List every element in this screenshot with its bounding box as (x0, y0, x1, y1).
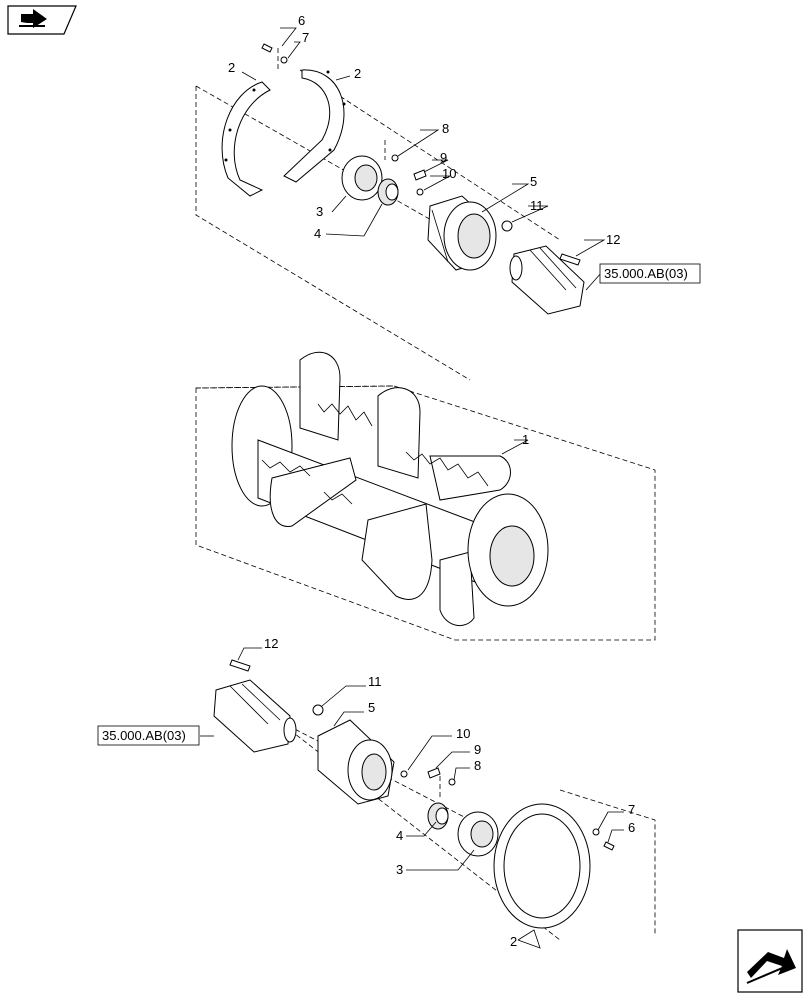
part-2-ring-right (283, 69, 346, 183)
callout-6-top: 6 (298, 13, 305, 28)
callout-5-top: 5 (530, 174, 537, 189)
part-5-housing-bottom (317, 719, 395, 805)
rotor-paddle-2 (377, 387, 421, 479)
callout-2-bottom: 2 (510, 934, 517, 949)
callout-9-top: 9 (440, 150, 447, 165)
callout-3-bottom: 3 (396, 862, 403, 877)
part-4-coupling-top (377, 178, 399, 206)
part-5-housing-top (427, 195, 497, 271)
part-2-ring-bottom (493, 803, 591, 929)
rotor-paddle-6 (439, 551, 475, 626)
part-10-top (416, 188, 424, 196)
rotor-paddle-5 (429, 455, 511, 501)
part-7-washer-top (280, 56, 288, 64)
part-8-bottom (448, 778, 456, 786)
reference-label-bottom: 35.000.AB(03) (102, 728, 186, 743)
top-assembly (195, 27, 606, 381)
bottom-assembly (200, 647, 656, 949)
part-12-bolt-bottom (229, 659, 251, 672)
reference-link-top[interactable]: 35.000.AB(03) (599, 263, 701, 284)
hydraulic-motor-bottom (213, 679, 297, 753)
part-10-bottom (400, 770, 408, 778)
callout-10-bottom: 10 (456, 726, 470, 741)
part-6-bolt-bottom (603, 841, 615, 851)
callout-8-top: 8 (442, 121, 449, 136)
rotor-paddle-3 (269, 457, 357, 528)
callout-6-bottom: 6 (628, 820, 635, 835)
rotor-paddle-4 (361, 503, 433, 600)
next-page-arrow-icon[interactable] (737, 929, 803, 993)
part-6-bolt-top (261, 43, 273, 53)
rotor-right-end-disc (467, 493, 549, 607)
rotor-assembly (195, 351, 656, 641)
callout-4-bottom: 4 (396, 828, 403, 843)
reference-link-bottom[interactable]: 35.000.AB(03) (97, 725, 200, 746)
callout-7-top: 7 (302, 30, 309, 45)
callout-5-bottom: 5 (368, 700, 375, 715)
part-4-coupling-bottom (427, 802, 449, 830)
callout-9-bottom: 9 (474, 742, 481, 757)
part-7-washer-bottom (592, 828, 600, 836)
part-2-ring-left (221, 81, 271, 197)
part-11-nut-bottom (312, 704, 324, 716)
part-9-bottom (427, 767, 441, 779)
callout-1: 1 (522, 432, 529, 447)
callout-11-bottom: 11 (368, 674, 382, 689)
callout-2-top-left: 2 (228, 60, 235, 75)
callout-8-bottom: 8 (474, 758, 481, 773)
callout-3-top: 3 (316, 204, 323, 219)
callout-12-top: 12 (606, 232, 620, 247)
part-3-flange-top (341, 155, 383, 201)
callout-10-top: 10 (442, 166, 456, 181)
callout-7-bottom: 7 (628, 802, 635, 817)
part-8-top (391, 154, 399, 162)
part-11-nut-top (501, 220, 513, 232)
hydraulic-motor-top (509, 245, 585, 315)
rotor-paddle-1 (299, 351, 341, 441)
book-arrow-icon[interactable] (7, 5, 77, 35)
reference-label-top: 35.000.AB(03) (604, 266, 688, 281)
callout-4-top: 4 (314, 226, 321, 241)
part-3-flange-bottom (457, 811, 499, 857)
callout-11-top: 11 (530, 198, 544, 213)
part-9-top (413, 169, 427, 181)
callout-12-bottom: 12 (264, 636, 278, 651)
callout-2-top-right: 2 (354, 66, 361, 81)
part-12-bolt-top (559, 253, 581, 266)
